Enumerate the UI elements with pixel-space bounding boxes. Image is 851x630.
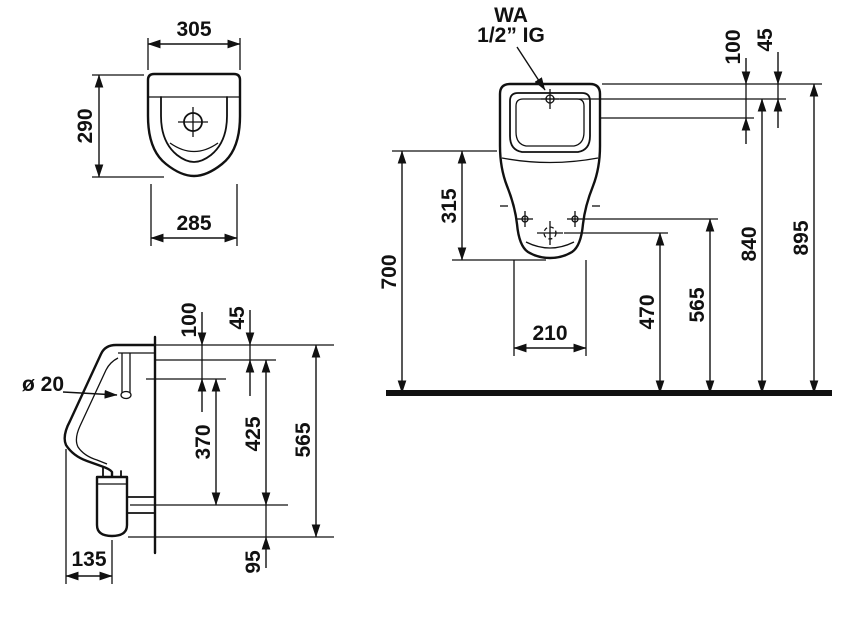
drain-circle-elevation (543, 226, 557, 240)
inner-bowl-profile (75, 357, 119, 465)
dim-label-100-side: 100 (178, 302, 201, 337)
dim-840: 840 (738, 98, 767, 394)
dim-label-95: 95 (242, 550, 265, 574)
dim-label-895: 895 (790, 220, 813, 255)
urinal-front-outline (146, 72, 242, 178)
dim-label-100-elevation: 100 (722, 29, 745, 64)
urinal-elevation-outline (498, 82, 602, 260)
dim-470: 470 (636, 232, 665, 394)
dim-425: 425 (242, 359, 271, 506)
dim-label-45-elevation: 45 (754, 28, 777, 52)
inlet-label-ig: 1/2” IG (477, 24, 545, 47)
outlet-pipe (126, 496, 155, 514)
dim-label-425: 425 (242, 416, 265, 451)
elevation-view: WA 1/2” IG 315 700 210 (378, 4, 832, 396)
dim-top-offset-100: 100 (178, 302, 207, 412)
bowl-back-curve (169, 142, 219, 153)
dim-895: 895 (790, 83, 819, 394)
inlet-leader (516, 46, 546, 91)
dim-565-elevation: 565 (686, 218, 715, 394)
front-view: 305 290 285 (74, 18, 242, 246)
inlet-pipe-end (120, 390, 132, 400)
dim-315: 315 (438, 150, 467, 261)
dim-top-100-elevation: 100 (722, 29, 751, 144)
urinal-side-profile (63, 343, 157, 478)
bottle-trap (95, 475, 129, 538)
dim-label-290: 290 (74, 108, 97, 143)
dim-95: 95 (242, 505, 271, 574)
dim-370: 370 (192, 378, 221, 506)
dim-label-135: 135 (71, 548, 106, 571)
side-view: ø 20 100 45 370 425 (22, 302, 334, 584)
dim-top-45-elevation: 45 (754, 28, 783, 128)
dim-label-210: 210 (532, 322, 567, 345)
diameter-leader (62, 389, 118, 399)
dim-label-470: 470 (636, 294, 659, 329)
dim-210: 210 (513, 322, 587, 353)
extension-lines-side (65, 344, 334, 584)
dim-inlet-offset-45: 45 (226, 306, 255, 396)
dim-label-370: 370 (192, 424, 215, 459)
dim-label-315: 315 (438, 188, 461, 223)
rim-front-curve (501, 157, 599, 164)
dim-width-bottom: 285 (150, 184, 238, 246)
water-line (515, 98, 585, 147)
dim-label-700: 700 (378, 254, 401, 289)
dim-label-diameter: ø 20 (22, 373, 64, 396)
opening-outline (509, 92, 591, 153)
dim-135: 135 (65, 548, 113, 581)
inlet-label-wa: WA (494, 4, 528, 27)
extension-lines-elevation (392, 83, 822, 356)
bowl-bottom-curve (525, 241, 575, 249)
dim-label-305: 305 (176, 18, 211, 41)
dim-label-45-side: 45 (226, 306, 249, 330)
dim-label-285: 285 (176, 212, 211, 235)
dim-label-840: 840 (738, 226, 761, 261)
dim-700: 700 (378, 150, 407, 394)
dim-565-side: 565 (292, 344, 321, 538)
dim-width-top: 305 (147, 18, 241, 70)
dim-label-565-side: 565 (292, 422, 315, 457)
inner-bowl-outline (160, 96, 228, 163)
dim-height-290: 290 (74, 74, 164, 178)
dim-label-565-elevation: 565 (686, 287, 709, 322)
